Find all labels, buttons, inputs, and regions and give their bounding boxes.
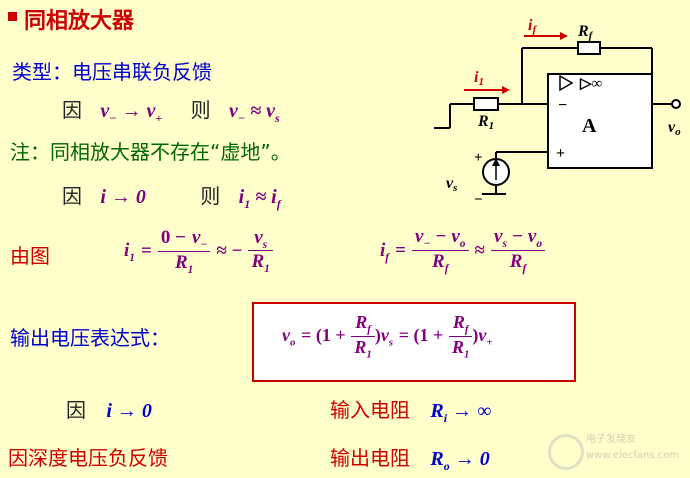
circuit-diagram: if Rf i1 R1 ▷∞ − + A + vs − vo — [434, 17, 681, 208]
source-minus: − — [474, 192, 483, 208]
r1-label: R1 — [477, 113, 494, 132]
vs-label: vs — [446, 175, 457, 194]
source-plus: + — [474, 150, 483, 166]
output-expression-box — [252, 302, 576, 382]
if-label: if — [528, 17, 537, 36]
type-label: 类型：电压串联负反馈 — [12, 60, 212, 84]
opamp-minus: − — [558, 97, 567, 114]
bottom-because: 因 i → 0 — [66, 398, 152, 422]
opamp-inf: ▷∞ — [579, 76, 603, 92]
because-line-2: 因 i → 0 则 i1 ≈ if — [62, 184, 281, 211]
watermark: 电子发烧友 www.elecfans.com — [548, 430, 680, 470]
watermark-text: 电子发烧友 www.elecfans.com — [586, 434, 680, 461]
output-expression-label: 输出电压表达式： — [10, 326, 170, 350]
watermark-logo-icon — [548, 434, 584, 470]
opamp-label: A — [582, 115, 597, 137]
page-title: 同相放大器 — [24, 9, 135, 34]
i1-label: i1 — [474, 69, 484, 88]
opamp-plus: + — [556, 145, 565, 162]
title-bullet — [8, 12, 17, 21]
vo-label: vo — [668, 119, 681, 138]
rf-label: Rf — [577, 23, 594, 42]
input-resistance: 输入电阻 Ri → ∞ — [330, 398, 492, 425]
output-resistance: 输出电阻 Ro → 0 — [330, 446, 490, 473]
note-line: 注：同相放大器不存在“虚地”。 — [10, 140, 291, 164]
bottom-reason: 因深度电压负反馈 — [8, 446, 168, 470]
you-tu-label: 由图 — [10, 244, 50, 268]
because-line-1: 因 v− → v+ 则 v− ≈ vs — [62, 98, 280, 125]
